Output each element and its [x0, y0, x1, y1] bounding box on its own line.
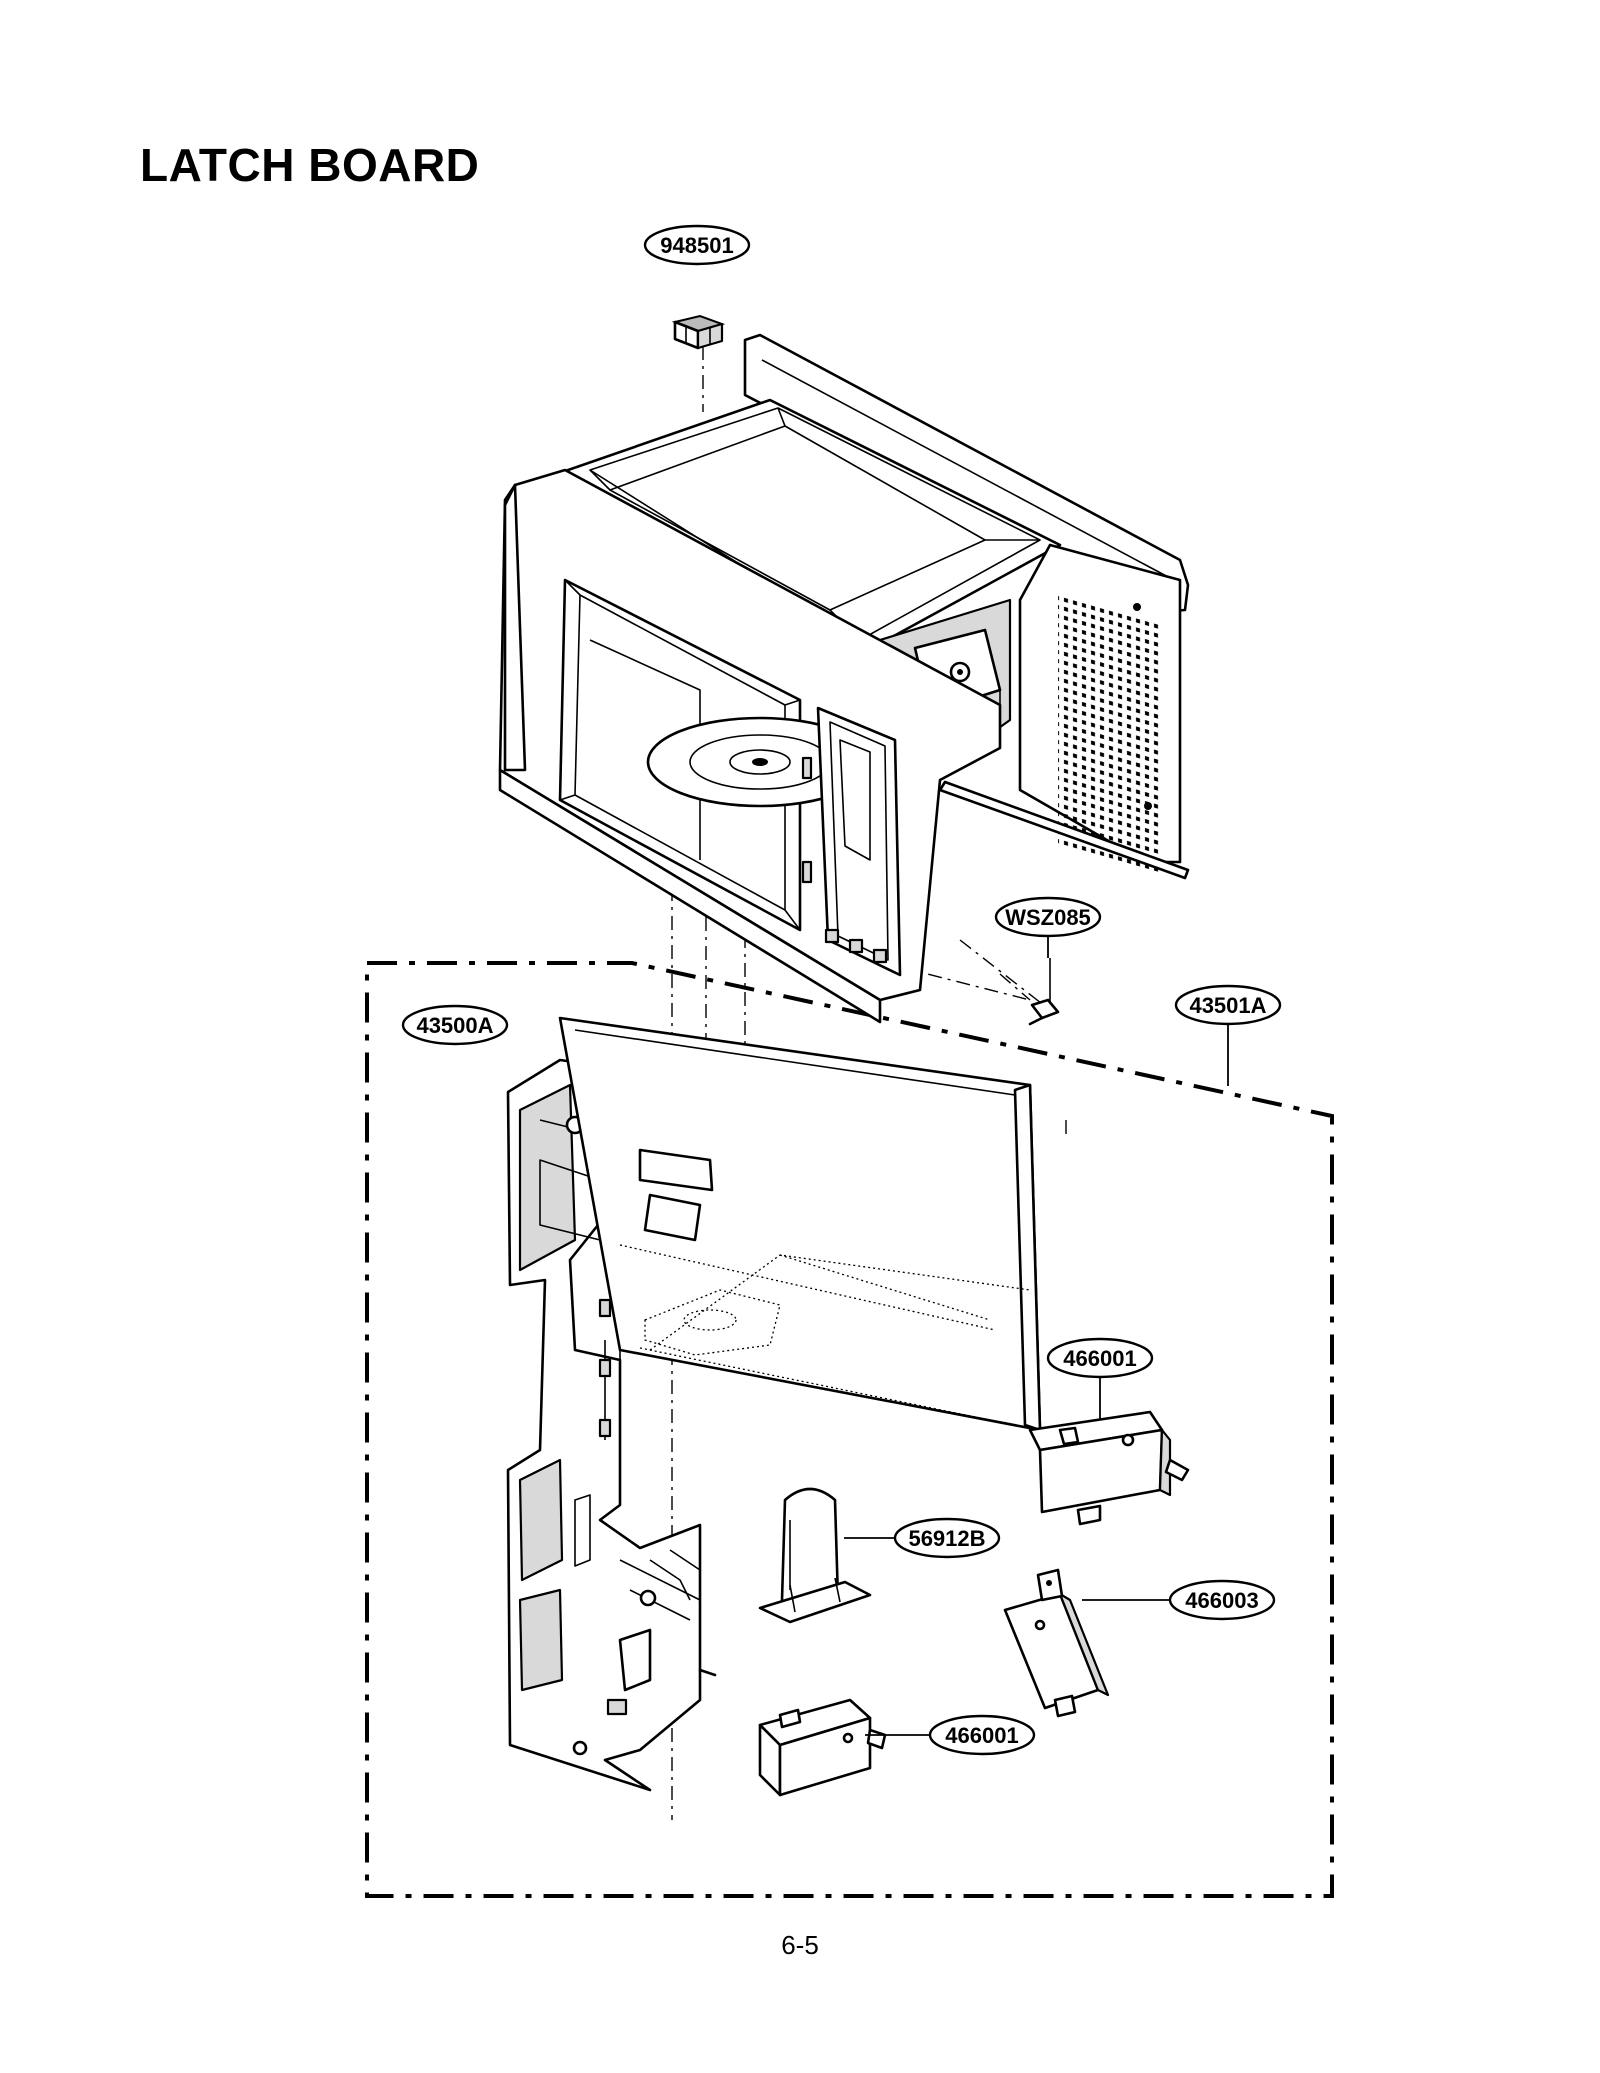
microwave-cavity-chassis: [498, 333, 1190, 1024]
part-43501a-panel: [558, 1016, 1042, 1432]
callout-466003: 466003: [1168, 1579, 1276, 1621]
callout-text: 56912B: [908, 1526, 985, 1551]
page-title: LATCH BOARD: [140, 139, 480, 191]
part-466001-upper-switch: [1028, 1410, 1190, 1526]
callout-leaders: [844, 936, 1229, 1736]
callout-text: 466003: [1185, 1588, 1258, 1613]
part-56912b-lamp: [758, 1487, 872, 1624]
callout-466001-lower: 466001: [928, 1714, 1036, 1756]
callout-text: 43501A: [1189, 993, 1266, 1018]
part-43500a-latch-board: [506, 1058, 717, 1792]
part-466003-switch: [1003, 1568, 1110, 1718]
part-948501-block: [671, 314, 726, 350]
part-466001-lower-switch: [758, 1698, 887, 1797]
callout-948501: 948501: [643, 224, 751, 266]
callout-43501a: 43501A: [1174, 984, 1282, 1026]
callout-text: 43500A: [416, 1013, 493, 1038]
part-wsz085-screw: [959, 939, 1060, 1026]
page-number: 6-5: [781, 1930, 819, 1960]
assembly-boundary: [365, 961, 1334, 1898]
callout-text: WSZ085: [1005, 905, 1091, 930]
callout-466001-upper: 466001: [1046, 1337, 1154, 1379]
callout-wsz085: WSZ085: [994, 896, 1102, 938]
callout-text: 948501: [660, 233, 733, 258]
callout-43500a: 43500A: [401, 1004, 509, 1046]
callout-text: 466001: [945, 1723, 1018, 1748]
callout-56912b: 56912B: [893, 1517, 1001, 1559]
callout-text: 466001: [1063, 1346, 1136, 1371]
